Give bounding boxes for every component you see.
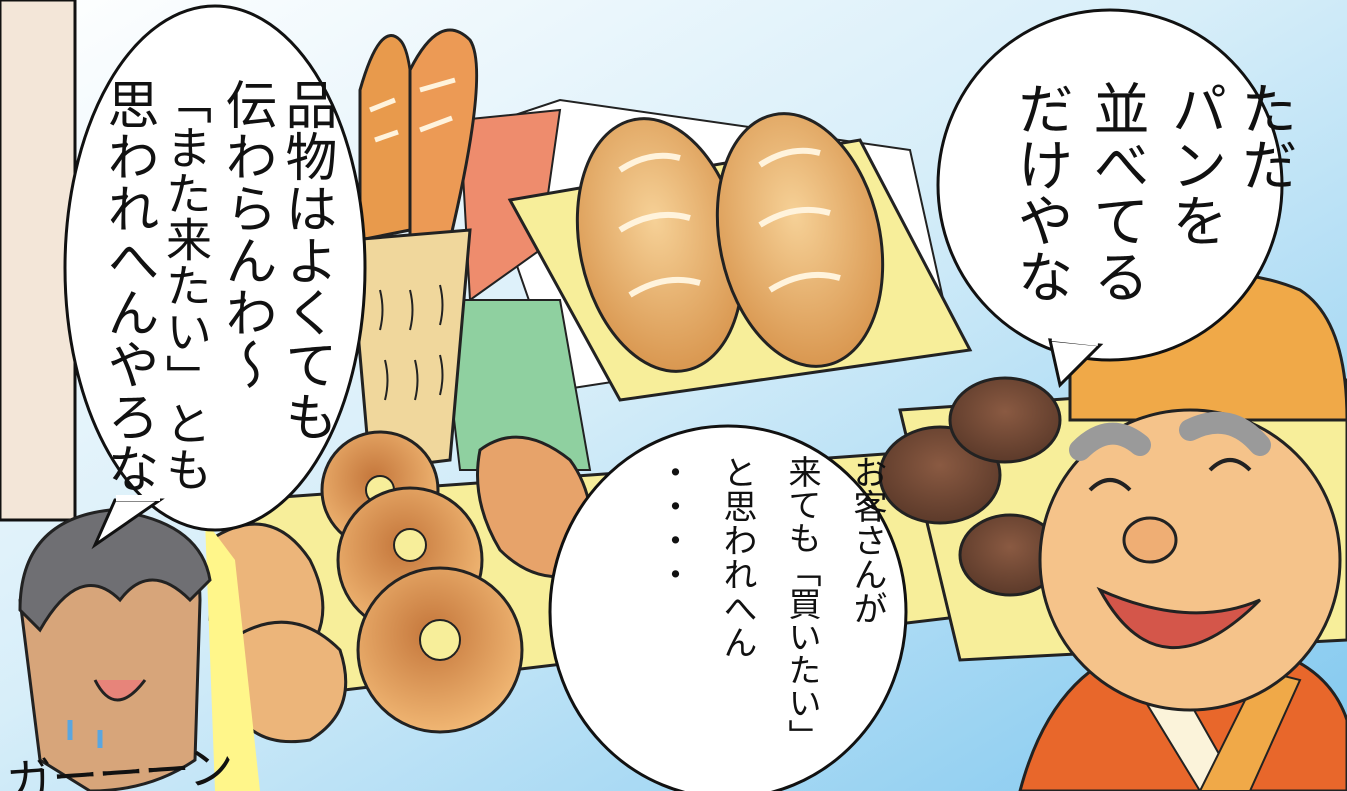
left-bubble-line-1: 品物はよくても (276, 78, 336, 442)
top-right-bubble-shape (936, 8, 1284, 362)
left-bubble-line-3: 「また来たい」とも (159, 78, 213, 492)
face (1038, 408, 1342, 712)
top-right-bubble-line-2: パンを (1162, 80, 1227, 248)
center-bubble-shape (548, 424, 908, 791)
left-bubble-line-4: 思われへんやろな (98, 78, 158, 494)
center-bubble-line-2: 来ても「買いたい」 (783, 455, 822, 752)
top-right-bubble-line-3: 並べてる (1084, 80, 1149, 304)
center-bubble-line-3: と思われへん (717, 455, 757, 659)
left-bubble-line-2: 伝わらんわ～ (216, 78, 276, 390)
center-bubble-line-1: お客さんが (847, 455, 887, 625)
top-right-bubble-line-1: ただ (1232, 80, 1297, 192)
left-bubble-shape (63, 4, 367, 532)
top-right-bubble-line-4: だけやな (1008, 80, 1073, 304)
center-bubble-line-4: ・・・・ (652, 455, 692, 591)
